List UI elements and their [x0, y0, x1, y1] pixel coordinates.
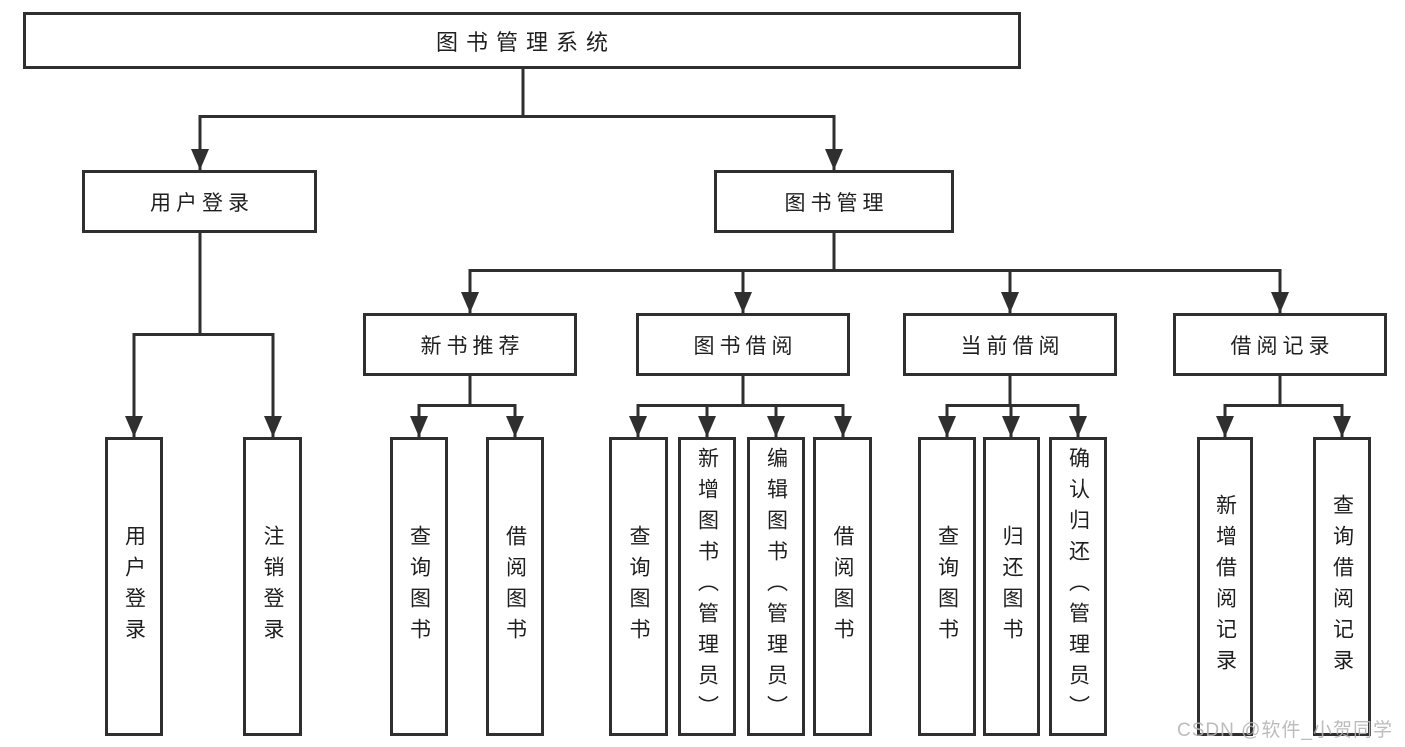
- connector-root-to-level2: [191, 69, 843, 170]
- connector-book-borrow-children: [629, 376, 852, 437]
- node-add-books-admin: 新增图书（管理员）: [678, 437, 736, 736]
- watermark: CSDN @软件_小贺同学: [1177, 720, 1393, 741]
- node-user-login: 用户登录: [82, 170, 317, 233]
- node-root: 图书管理系统: [23, 12, 1021, 69]
- node-query-books-current: 查询图书: [918, 437, 976, 736]
- node-book-borrowing: 图书借阅: [636, 313, 850, 376]
- node-new-book-recommendation: 新书推荐: [363, 313, 577, 376]
- node-query-books-recommend: 查询图书: [390, 437, 448, 736]
- node-current-borrowing: 当前借阅: [903, 313, 1117, 376]
- node-borrow-books-borrowing: 借阅图书: [813, 437, 872, 736]
- node-user-login-action: 用户登录: [105, 437, 163, 736]
- connector-user-login-children: [125, 233, 282, 437]
- node-add-borrow-record: 新增借阅记录: [1197, 437, 1253, 736]
- node-book-management: 图书管理: [714, 170, 954, 233]
- node-confirm-return-admin: 确认归还（管理员）: [1049, 437, 1107, 736]
- node-return-books: 归还图书: [983, 437, 1040, 736]
- node-query-books-borrowing: 查询图书: [609, 437, 668, 736]
- connector-current-borrow-children: [938, 376, 1087, 437]
- node-query-borrow-record: 查询借阅记录: [1313, 437, 1371, 736]
- connector-book-management-children: [461, 233, 1289, 313]
- node-borrowing-records: 借阅记录: [1173, 313, 1387, 376]
- connector-new-book-children: [410, 376, 524, 437]
- node-borrow-books-recommend: 借阅图书: [486, 437, 544, 736]
- connector-borrow-record-children: [1216, 376, 1351, 437]
- node-edit-books-admin: 编辑图书（管理员）: [747, 437, 805, 736]
- node-logout-action: 注销登录: [243, 437, 302, 736]
